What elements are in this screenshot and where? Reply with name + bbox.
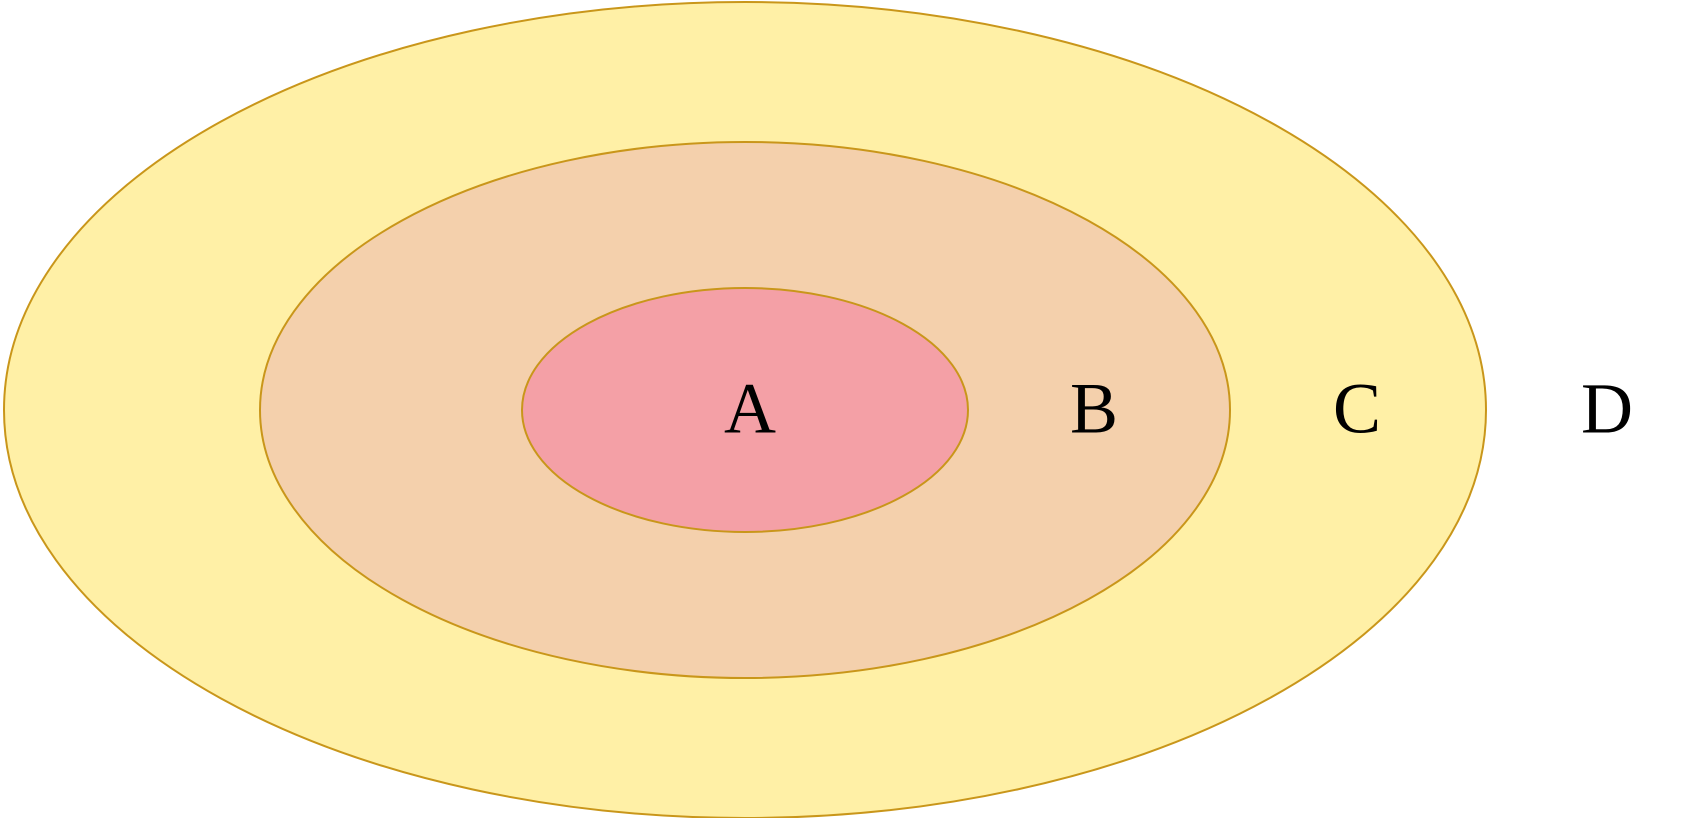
inner-ellipse xyxy=(521,287,969,533)
label-a: A xyxy=(724,369,776,449)
label-b: B xyxy=(1070,369,1118,449)
label-c: C xyxy=(1333,369,1381,449)
label-d: D xyxy=(1581,369,1633,449)
